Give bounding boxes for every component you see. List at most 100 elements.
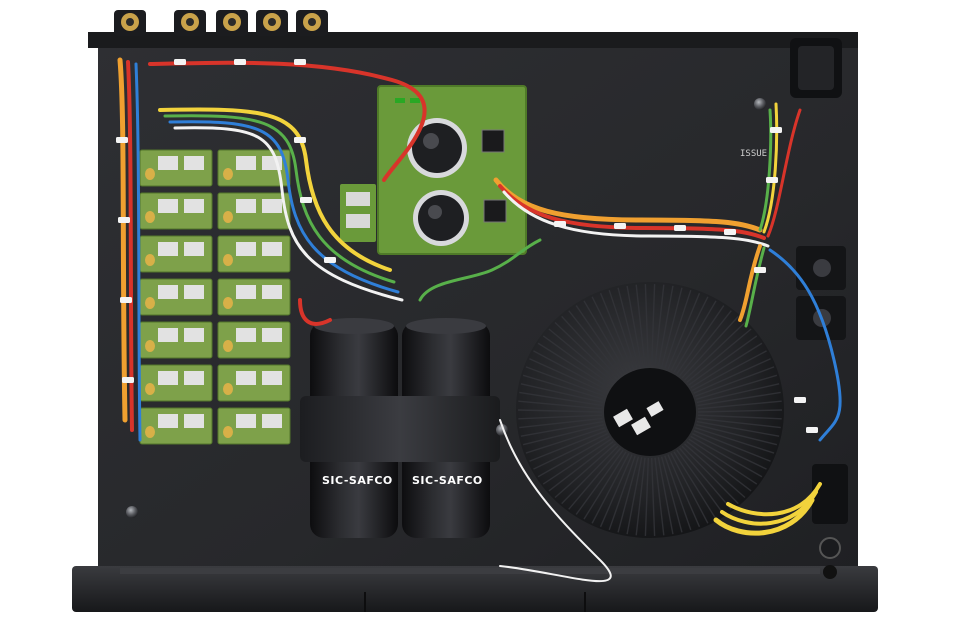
amp-module-capacitor (145, 211, 155, 223)
cable-tie (806, 427, 818, 433)
regulator-board (340, 184, 376, 242)
toroid-winding-line (692, 432, 767, 470)
toroid-winding-line (670, 296, 709, 371)
cable-tie (174, 59, 186, 65)
toroid-winding-line (575, 449, 624, 515)
cable-tie (300, 197, 312, 203)
toroid-winding-line (697, 400, 782, 410)
amp-module-capacitor (145, 383, 155, 395)
toroid-winding-line (693, 358, 771, 394)
toroid-winding-line (686, 441, 752, 492)
wire (173, 126, 404, 302)
chassis-silk-issue: ISSUE (740, 149, 767, 159)
toroid-winding-line (664, 455, 692, 531)
amp-module-relay (158, 285, 178, 299)
cable-tie (766, 177, 778, 183)
amp-module-relay (184, 285, 204, 299)
amp-module-relay (236, 156, 256, 170)
toroid-winding-line (692, 350, 767, 392)
toroid-winding-line (676, 305, 725, 375)
toroid-winding-line (644, 284, 650, 367)
amp-module-relay (236, 242, 256, 256)
toroid-winding-line (688, 438, 758, 485)
amp-module-relay (158, 371, 178, 385)
amp-module-capacitor (223, 383, 233, 395)
wire (499, 419, 612, 583)
bridge-rectifier-top (481, 129, 505, 153)
wire-harness (117, 57, 842, 583)
amp-module-capacitor (145, 168, 155, 180)
toroid-winding-line (599, 292, 633, 370)
amp-module-relay (158, 242, 178, 256)
toroid-winding-line (654, 457, 665, 536)
toroid-winding-line (520, 383, 604, 404)
toroid-winding-line (529, 358, 607, 394)
toroid-winding-line (657, 457, 674, 535)
toroid-winding-line (697, 391, 781, 407)
toroid-winding-line (681, 315, 739, 379)
toroid-winding-line (537, 435, 610, 478)
toroid-winding-line (696, 383, 780, 404)
wire (418, 238, 542, 302)
rca-connector-pin (126, 18, 134, 26)
toroid-winding-line (591, 296, 630, 371)
amp-module-relay (158, 328, 178, 342)
wire (498, 184, 766, 240)
toroid-winding-line (525, 366, 606, 397)
wire (713, 497, 815, 536)
amp-module-relay (262, 328, 282, 342)
toroid-winding-line (695, 374, 778, 400)
cable-tie (554, 221, 566, 227)
toroid-winding-line (676, 449, 725, 515)
wire (493, 177, 763, 233)
amp-module-capacitor (223, 297, 233, 309)
toroid-winding-line (679, 447, 732, 510)
wire (117, 57, 128, 423)
toroid-winding-line (697, 414, 782, 420)
amp-module-relay (236, 414, 256, 428)
toroid-winding-line (694, 427, 775, 454)
toroid-winding-line (583, 451, 627, 520)
toroid-winding-line (568, 447, 621, 510)
amp-module-relay (158, 199, 178, 213)
toroid-winding-line (533, 350, 608, 392)
toroid-winding-line (518, 414, 603, 420)
cable-tie (118, 217, 130, 223)
toroid-winding-line (644, 457, 650, 536)
toroid-winding-line (684, 321, 746, 381)
wire (126, 60, 134, 432)
ground-screw (754, 98, 766, 110)
toroid-winding-line (561, 315, 619, 379)
wire (134, 62, 142, 442)
toroid-winding-line (548, 441, 614, 492)
toroid-winding-line (654, 284, 665, 367)
cable-tie (794, 397, 806, 403)
amp-module-relay (262, 414, 282, 428)
amp-module-capacitor (145, 297, 155, 309)
toroid-winding-line (617, 456, 640, 533)
toroid-winding-line (635, 284, 646, 367)
toroid-winding-line (650, 457, 656, 536)
front-panel (72, 566, 878, 612)
rca-connector-pin (308, 18, 316, 26)
toroid-winding-line (693, 430, 771, 462)
psu-board (377, 85, 527, 255)
wire (758, 108, 773, 232)
cable-tie (120, 297, 132, 303)
amp-module-relay (184, 371, 204, 385)
amp-module-relay (158, 156, 178, 170)
cable-tie (674, 225, 686, 231)
toroid-winding-line (696, 420, 780, 437)
toroid-winding-line (522, 423, 605, 446)
amp-module-capacitor (223, 426, 233, 438)
toroid-winding-line (608, 289, 636, 369)
power-inlet (790, 38, 842, 98)
toroid-winding-line (542, 335, 612, 386)
filter-capacitor-bank: SIC-SAFCO SIC-SAFCO (300, 318, 500, 538)
wire (163, 114, 396, 284)
cable-tie (116, 137, 128, 143)
toroid-winding-line (575, 305, 624, 375)
power-switch (812, 464, 848, 579)
amp-module-relay (158, 414, 178, 428)
